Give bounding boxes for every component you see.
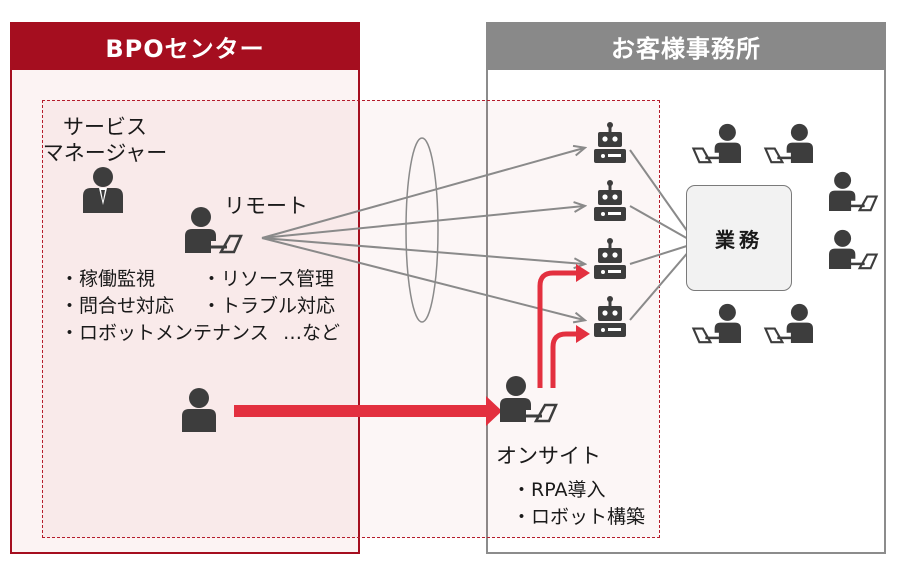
onsite-operator-icon: [498, 374, 558, 424]
bpo-staff-icon: [182, 388, 216, 432]
onsite-task-robot-build: ・ロボット構築: [512, 506, 646, 528]
office-worker-icon: [764, 302, 815, 345]
onsite-task-rpa: ・RPA導入: [512, 479, 606, 501]
remote-task-trouble: ・トラブル対応: [202, 295, 336, 317]
office-worker-icon: [692, 122, 743, 165]
remote-connection-lines: [261, 148, 584, 320]
onsite-arrow: [234, 396, 502, 426]
onsite-label: オンサイト: [496, 444, 601, 468]
service-scope-dashed-region: [42, 100, 660, 538]
robot-business-lines: [629, 149, 691, 321]
service-manager-line2: マネージャー: [42, 141, 168, 165]
remote-task-maintenance: ・ロボットメンテナンス: [60, 322, 269, 344]
robot-icon: [594, 238, 626, 279]
client-office-panel: [486, 22, 886, 554]
remote-task-inquiry: ・問合せ対応: [60, 295, 175, 317]
robot-icon: [594, 122, 626, 163]
office-worker-icon: [692, 302, 743, 345]
office-worker-icon: [764, 122, 815, 165]
business-box: 業務: [686, 185, 792, 291]
red-arrowhead: [576, 264, 590, 282]
remote-task-etc: …など: [283, 322, 341, 344]
client-office-title: お客様事務所: [486, 22, 886, 70]
remote-task-resource: ・リソース管理: [202, 268, 335, 290]
service-manager-icon: [83, 167, 123, 213]
robot-icon: [594, 296, 626, 337]
office-worker-icon: [827, 170, 878, 213]
office-worker-icon: [827, 228, 878, 271]
bpo-center-title: BPOセンター: [10, 22, 360, 70]
service-manager-line1: サービス: [63, 115, 147, 139]
onsite-robot-arrows: [537, 270, 578, 388]
network-ellipse: [405, 137, 439, 323]
red-arrowhead: [576, 325, 590, 343]
bpo-center-panel: [10, 22, 360, 554]
service-manager-label: サービス マネージャー: [40, 114, 170, 166]
robot-icon: [594, 180, 626, 221]
remote-task-monitoring: ・稼働監視: [60, 268, 156, 290]
remote-label: リモート: [224, 194, 308, 218]
